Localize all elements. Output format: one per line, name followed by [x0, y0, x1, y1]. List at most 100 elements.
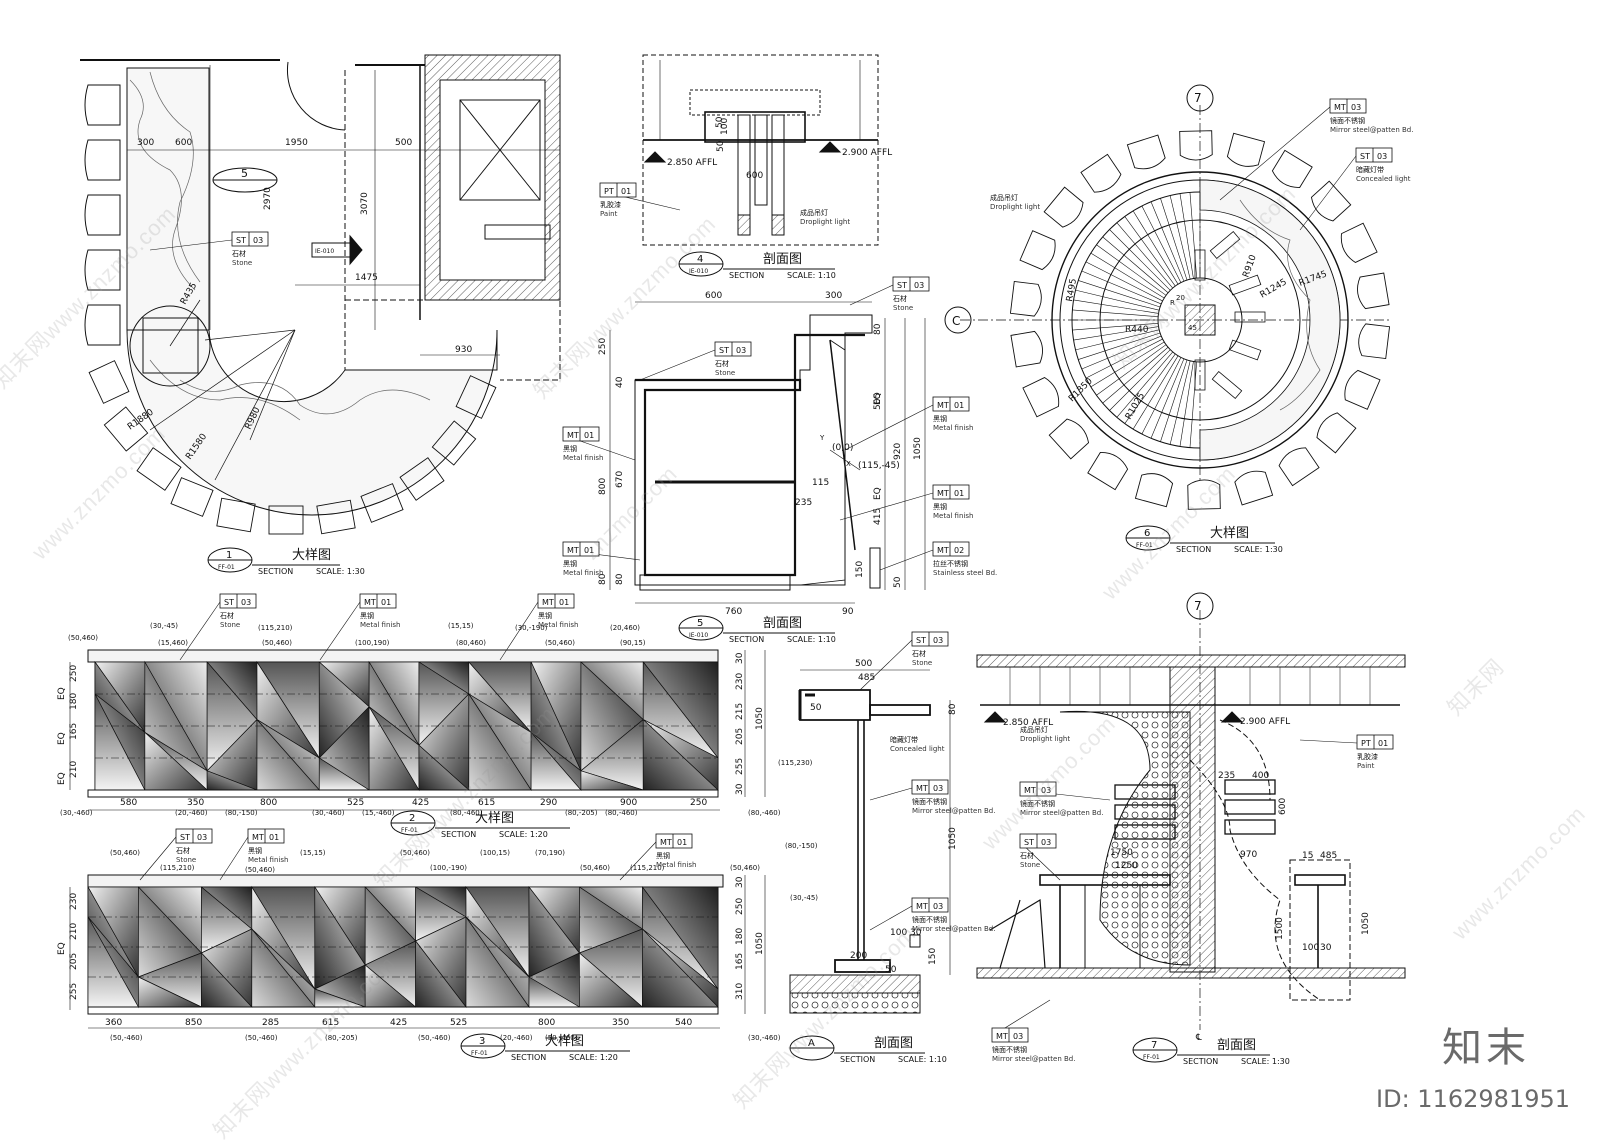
e3-coord: (100,15) — [480, 849, 510, 857]
tag-cn: 黑钢 — [248, 846, 262, 855]
rib-line — [1085, 338, 1163, 379]
svg-text:剖面图: 剖面图 — [1217, 1038, 1256, 1053]
sec4-dim-600: 600 — [746, 171, 763, 181]
tag-cn: 石材 — [893, 294, 907, 303]
section-detail-a — [789, 669, 951, 1014]
round-chair — [1271, 149, 1313, 188]
e3-dim-b: 540 — [675, 1018, 692, 1028]
sec5-dim-670: 670 — [615, 471, 625, 488]
svg-text:SCALE: 1:30: SCALE: 1:30 — [316, 567, 365, 576]
section-callout-5[interactable] — [212, 167, 278, 193]
sec5-dim-115: 115 — [812, 478, 829, 488]
tag-cn: 暗藏灯带 — [1356, 165, 1384, 174]
svg-text:SCALE: 1:20: SCALE: 1:20 — [499, 830, 548, 839]
svg-text:SCALE: 1:20: SCALE: 1:20 — [569, 1053, 618, 1062]
sec5-dim-415: 415 — [873, 508, 883, 525]
tag-cn: 黑钢 — [563, 444, 577, 453]
e2-coord: (115,210) — [258, 624, 293, 632]
sec7-dim-400: 400 — [1252, 771, 1269, 781]
sec4-dim-100: 100 — [720, 118, 730, 135]
sec7-dim-1500: 1500 — [1275, 917, 1285, 940]
affl-2900-sec4: 2.900 AFFL — [842, 148, 892, 158]
round6-small-20: 20 — [1176, 294, 1185, 302]
sec5-dim-300: 300 — [825, 291, 842, 301]
sec7-dim-1250: 1250 — [1115, 861, 1138, 871]
e3-dim-b: 285 — [262, 1018, 279, 1028]
e2-dim-right: 255 — [735, 758, 745, 775]
svg-text:SCALE: 1:10: SCALE: 1:10 — [787, 635, 836, 644]
svg-text:FF-01: FF-01 — [1143, 1054, 1160, 1061]
tag-en: Stone — [220, 621, 240, 629]
tag-cn: 石材 — [220, 611, 234, 620]
e2-dim-right: 30 — [735, 652, 745, 664]
tag-num: 03 — [1377, 152, 1387, 161]
rib-line — [1132, 210, 1179, 285]
tag-num: 01 — [381, 598, 391, 607]
grid-bubble-7-bottom — [1186, 592, 1214, 620]
tag-num: 03 — [253, 236, 263, 245]
tag-cn: 石材 — [176, 846, 190, 855]
svg-text:SCALE: 1:30: SCALE: 1:30 — [1234, 545, 1283, 554]
faceted-panel-2 — [94, 660, 719, 792]
e3-coord: (100,-190) — [430, 864, 467, 872]
tag-cn: 拉丝不锈钢 — [933, 559, 968, 568]
tag-cn: 黑钢 — [933, 502, 947, 511]
tag-cn: 黑钢 — [656, 851, 670, 860]
section-marker-plan[interactable] — [311, 234, 363, 266]
plan1-dim-930: 930 — [455, 345, 472, 355]
tag-en: Stainless steel Bd. — [933, 569, 997, 577]
svg-text:SCALE: 1:10: SCALE: 1:10 — [898, 1055, 947, 1064]
e3-dim-b: 525 — [450, 1018, 467, 1028]
svg-text:大样图: 大样图 — [292, 548, 331, 563]
round-chair — [1187, 479, 1221, 510]
section-detail-4 — [642, 54, 879, 246]
plan1-dim-300: 300 — [137, 138, 154, 148]
tag-en: Mirror steel@patten Bd. — [1330, 126, 1413, 134]
round-chair — [1226, 132, 1266, 167]
e3-dim-right: 30 — [735, 876, 745, 888]
svg-text:3: 3 — [479, 1036, 485, 1047]
svg-text:IE-010: IE-010 — [689, 268, 708, 275]
round6-r1245: R1245 — [1259, 277, 1289, 300]
tag-code: MT — [916, 784, 928, 793]
rib-line — [1169, 195, 1191, 280]
secA-dim-150: 150 — [928, 948, 938, 965]
tag-code: MT — [937, 546, 949, 555]
e2-dim-left: 180 — [69, 693, 79, 710]
e2-coord: (90,15) — [620, 639, 646, 647]
tag-num: 03 — [197, 833, 207, 842]
svg-text:成品吊灯: 成品吊灯 — [800, 208, 828, 217]
tag-code: MT — [542, 598, 554, 607]
e3-dim-left: 255 — [69, 983, 79, 1000]
e2-coord-b: (80,-460) — [748, 809, 781, 817]
tag-code: ST — [1024, 838, 1034, 847]
sec5-dim-80: 80 — [598, 573, 608, 585]
e2-dim-left: 210 — [69, 761, 79, 778]
